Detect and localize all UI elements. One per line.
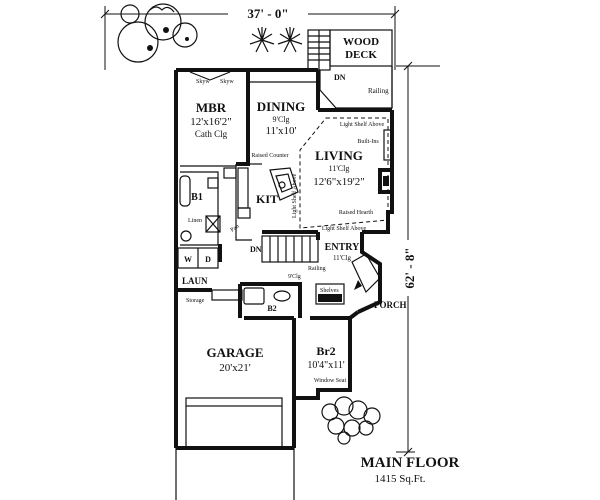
width-dimension: 37' - 0"	[100, 4, 400, 70]
room-garage: GARAGE 20'x21'	[185, 345, 283, 448]
kit-name: KIT	[256, 192, 278, 206]
room-entry: ENTRY 11'Clg	[316, 232, 360, 262]
living-size: 12'6"x19'2"	[313, 176, 364, 188]
dining-size: 11'x10'	[265, 125, 296, 137]
washer-label: W	[184, 255, 192, 264]
shrub-icon-2	[277, 27, 303, 53]
b1-name: B1	[191, 192, 203, 203]
wood-deck: WOOD DECK DN Railing	[307, 29, 393, 109]
mbr-skylight-1: Skyw	[196, 79, 210, 85]
dryer-label: D	[205, 255, 211, 264]
entry-name: ENTRY	[325, 242, 360, 253]
trees-illustration	[117, 3, 198, 63]
dining-name: DINING	[257, 99, 305, 114]
living-light-shelf-2: Light Shelf Above	[322, 225, 367, 232]
br2-size: 10'4"x11'	[307, 360, 345, 371]
room-laundry: W D LAUN	[176, 244, 222, 292]
plan-title-block: MAIN FLOOR 1415 Sq.Ft.	[361, 455, 460, 485]
entry-ceiling: 11'Clg	[333, 254, 352, 262]
dining-ceiling: 9'Clg	[273, 115, 290, 124]
kitchen-light-shelf: Light Shelf Above	[291, 173, 298, 218]
kitchen-raised-counter: Raised Counter	[251, 153, 288, 159]
living-raised-hearth: Raised Hearth	[339, 210, 373, 216]
room-dining: DINING 9'Clg 11'x10'	[248, 81, 318, 137]
plan-title: MAIN FLOOR	[361, 455, 460, 471]
shelves-label: Shelves	[320, 288, 339, 294]
room-b1: B1 Linen	[179, 171, 221, 246]
entry-9-clg: 9'Clg	[288, 274, 301, 280]
room-kitchen: Raised Counter Light Shelf Above KIT Pan	[223, 153, 299, 241]
living-built-ins: Built-Ins	[357, 139, 379, 145]
mbr-size: 12'x16'2"	[190, 116, 231, 128]
room-br2: Br2 10'4"x11' Window Seat	[294, 310, 360, 400]
room-mbr: Skyw Skyw MBR 12'x16'2" Cath Clg	[180, 70, 250, 167]
entry-railing: Railing	[308, 266, 326, 272]
living-light-shelf: Light Shelf Above	[340, 121, 385, 128]
garage-size: 20'x21'	[219, 362, 250, 374]
storage-label: Storage	[186, 298, 205, 304]
mbr-name: MBR	[196, 100, 227, 115]
stair-dn-label: DN	[250, 245, 262, 254]
driveway	[175, 448, 295, 500]
deck-dn-label: DN	[334, 73, 346, 82]
bushes-illustration	[321, 396, 381, 445]
plan-area: 1415 Sq.Ft.	[374, 473, 425, 485]
depth-dimension-label: 62' - 8"	[402, 247, 417, 288]
wood-deck-label-line1: WOOD	[343, 36, 379, 48]
depth-dimension: 62' - 8"	[396, 61, 440, 457]
stairs: DN Railing 9'Clg	[250, 230, 326, 280]
garage-name: GARAGE	[206, 345, 263, 360]
room-porch: PORCH Shelves	[315, 253, 407, 310]
living-ceiling: 11'Clg	[329, 164, 350, 173]
room-living: Light Shelf Above Built-Ins LIVING 11'Cl…	[299, 117, 394, 232]
br2-name: Br2	[316, 344, 335, 358]
pantry-label: Pan	[230, 224, 241, 234]
b1-linen: Linen	[188, 218, 202, 224]
width-dimension-label: 37' - 0"	[247, 6, 288, 21]
living-name: LIVING	[315, 148, 363, 163]
shrub-icon-1	[249, 27, 275, 53]
wood-deck-label-line2: DECK	[345, 49, 377, 61]
mbr-ceiling: Cath Clg	[195, 129, 228, 139]
mbr-skylight-2: Skyw	[220, 79, 234, 85]
window-seat-label: Window Seat	[314, 378, 347, 384]
room-b2: Storage B2	[186, 282, 302, 318]
porch-name: PORCH	[374, 300, 407, 310]
deck-railing-label: Railing	[368, 87, 389, 95]
laun-name: LAUN	[182, 276, 208, 286]
b2-name: B2	[267, 304, 276, 313]
